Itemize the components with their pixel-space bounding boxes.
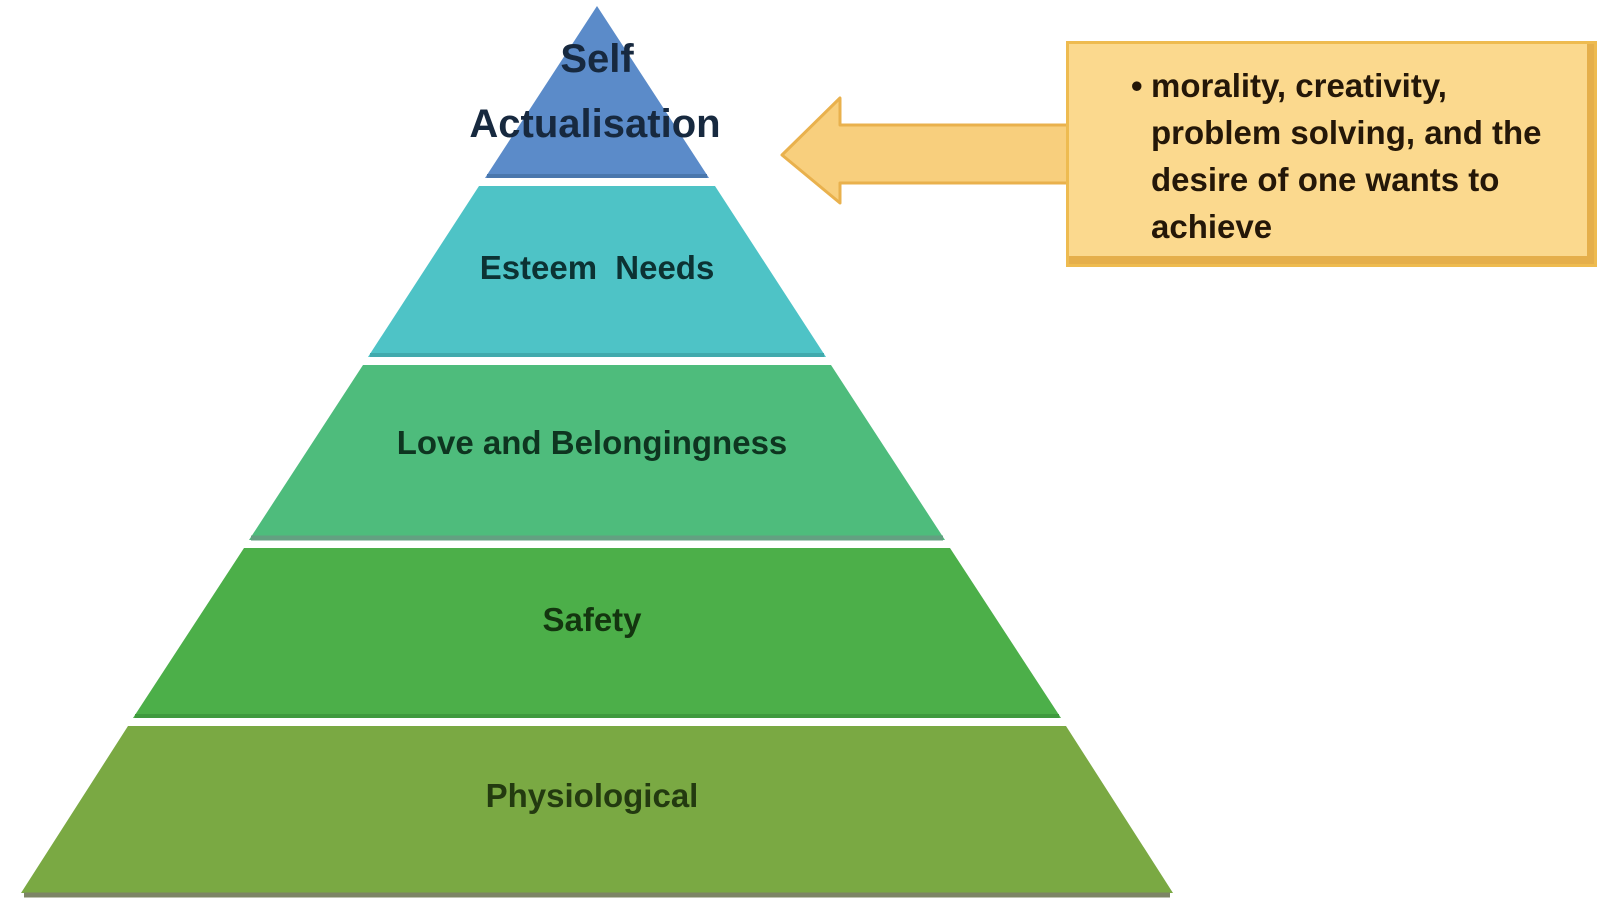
- bullet-icon: •: [1131, 67, 1143, 104]
- callout-text: •morality, creativity, problem solving, …: [1131, 62, 1559, 250]
- level-2-label: Esteem Needs: [480, 249, 715, 286]
- level-3-label: Love and Belongingness: [397, 424, 788, 461]
- pyramid-level-self-actualisation: [485, 6, 709, 178]
- pyramid-level-safety: [133, 548, 1061, 718]
- level-1-label-line-1: Self: [560, 37, 634, 81]
- pyramid-level-physiological: [21, 726, 1173, 893]
- level-1-label-line-2: Actualisation: [469, 102, 720, 146]
- callout-box: •morality, creativity, problem solving, …: [1066, 41, 1597, 267]
- pyramid-level-love-belongingness: [249, 365, 945, 540]
- level-5-label: Physiological: [486, 777, 699, 814]
- left-arrow-icon: [780, 96, 1072, 205]
- callout-text-content: morality, creativity, problem solving, a…: [1151, 67, 1542, 245]
- level-4-label: Safety: [542, 601, 642, 638]
- pyramid-level-esteem: [368, 186, 826, 357]
